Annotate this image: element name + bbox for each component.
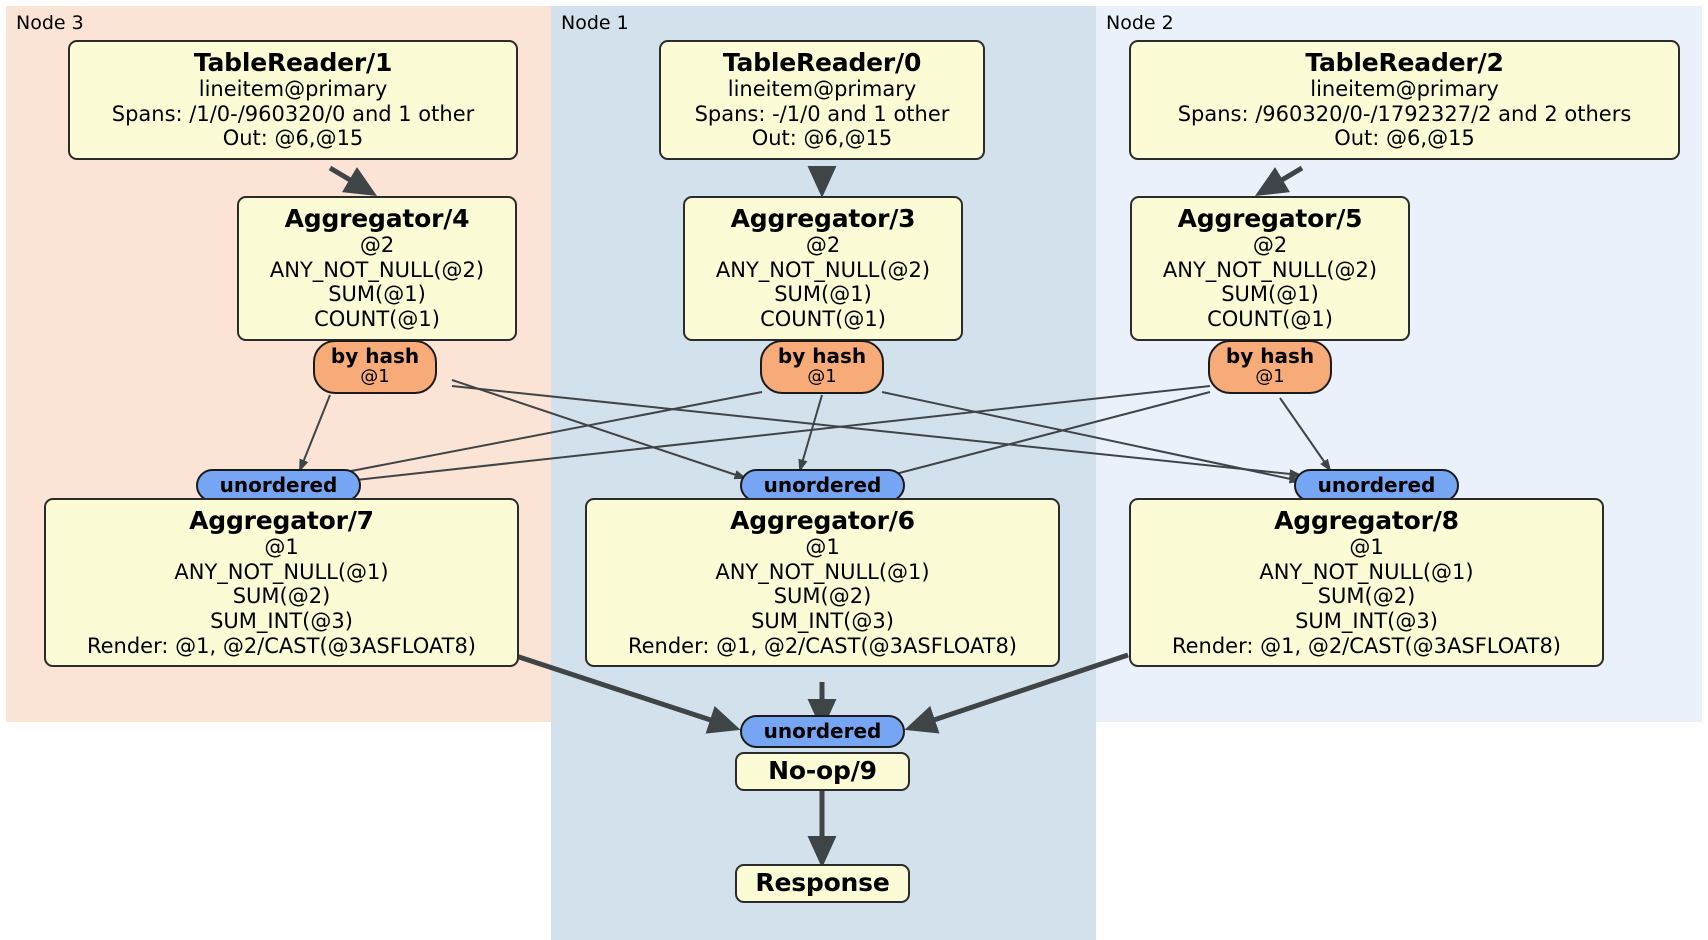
synchronizer-label: unordered — [763, 719, 882, 743]
processor-title: Aggregator/6 — [730, 506, 915, 535]
processor-line: @1 — [1349, 535, 1384, 560]
processor-line: @2 — [1252, 233, 1288, 258]
router-label: by hash — [330, 344, 420, 368]
synchronizer-label: unordered — [219, 473, 338, 497]
node-panel-label-node2: Node 2 — [1106, 12, 1174, 34]
processor-title: Aggregator/4 — [284, 204, 470, 233]
router-column: @1 — [360, 366, 390, 388]
processor-aggregator-3[interactable]: Aggregator/3 @2 ANY_NOT_NULL(@2) SUM(@1)… — [683, 196, 963, 341]
processor-line: Out: @6,@15 — [222, 126, 364, 151]
processor-aggregator-8[interactable]: Aggregator/8 @1 ANY_NOT_NULL(@1) SUM(@2)… — [1129, 498, 1604, 668]
router-by-hash-right[interactable]: by hash @1 — [1208, 340, 1332, 394]
synchronizer-label: unordered — [763, 473, 882, 497]
processor-title: Aggregator/7 — [189, 506, 374, 535]
processor-line: SUM(@2) — [1317, 584, 1416, 609]
processor-line: SUM(@1) — [774, 282, 872, 307]
processor-aggregator-7[interactable]: Aggregator/7 @1 ANY_NOT_NULL(@1) SUM(@2)… — [44, 498, 519, 668]
node-panel-label-node1: Node 1 — [561, 12, 629, 34]
processor-response[interactable]: Response — [735, 864, 910, 904]
processor-line: COUNT(@1) — [314, 306, 440, 331]
processor-line: @2 — [359, 233, 395, 258]
processor-title: TableReader/1 — [193, 48, 393, 77]
processor-tablereader-1[interactable]: TableReader/1 lineitem@primary Spans: /1… — [68, 40, 518, 160]
processor-line: ANY_NOT_NULL(@2) — [269, 257, 485, 282]
processor-line: SUM(@2) — [232, 584, 331, 609]
processor-title: TableReader/2 — [1305, 48, 1504, 77]
processor-aggregator-4[interactable]: Aggregator/4 @2 ANY_NOT_NULL(@2) SUM(@1)… — [237, 196, 517, 341]
processor-noop-9[interactable]: No-op/9 — [735, 752, 910, 792]
processor-line: SUM_INT(@3) — [210, 608, 353, 633]
router-label: by hash — [777, 344, 867, 368]
processor-title: Aggregator/5 — [1177, 204, 1363, 233]
processor-line: ANY_NOT_NULL(@1) — [1259, 559, 1474, 584]
processor-line: SUM(@1) — [1221, 282, 1319, 307]
processor-tablereader-2[interactable]: TableReader/2 lineitem@primary Spans: /9… — [1129, 40, 1680, 160]
processor-line: @2 — [805, 233, 841, 258]
processor-aggregator-6[interactable]: Aggregator/6 @1 ANY_NOT_NULL(@1) SUM(@2)… — [585, 498, 1060, 668]
processor-title: Response — [755, 868, 890, 897]
processor-line: ANY_NOT_NULL(@1) — [174, 559, 389, 584]
router-column: @1 — [807, 366, 837, 388]
processor-line: lineitem@primary — [1310, 77, 1499, 102]
processor-line: SUM(@2) — [773, 584, 872, 609]
node-panel-label-node3: Node 3 — [16, 12, 84, 34]
synchronizer-unordered-center[interactable]: unordered — [740, 469, 905, 503]
processor-aggregator-5[interactable]: Aggregator/5 @2 ANY_NOT_NULL(@2) SUM(@1)… — [1130, 196, 1410, 341]
processor-line: SUM(@1) — [328, 282, 426, 307]
router-by-hash-left[interactable]: by hash @1 — [313, 340, 437, 394]
synchronizer-unordered-final[interactable]: unordered — [740, 715, 905, 749]
processor-line: Out: @6,@15 — [1334, 126, 1475, 151]
processor-line: Spans: -/1/0 and 1 other — [694, 101, 950, 126]
processor-title: TableReader/0 — [722, 48, 922, 77]
processor-line: lineitem@primary — [727, 77, 917, 102]
router-column: @1 — [1255, 366, 1285, 388]
processor-line: SUM_INT(@3) — [1295, 608, 1438, 633]
processor-tablereader-0[interactable]: TableReader/0 lineitem@primary Spans: -/… — [659, 40, 985, 160]
processor-line: ANY_NOT_NULL(@1) — [715, 559, 930, 584]
processor-line: ANY_NOT_NULL(@2) — [715, 257, 931, 282]
processor-line: Spans: /1/0-/960320/0 and 1 other — [111, 101, 475, 126]
processor-line: COUNT(@1) — [760, 306, 886, 331]
processor-line: @1 — [264, 535, 299, 560]
processor-title: Aggregator/3 — [730, 204, 916, 233]
processor-title: Aggregator/8 — [1274, 506, 1459, 535]
synchronizer-unordered-left[interactable]: unordered — [196, 469, 361, 503]
synchronizer-label: unordered — [1317, 473, 1436, 497]
processor-line: Render: @1, @2/CAST(@3ASFLOAT8) — [86, 633, 477, 658]
processor-line: COUNT(@1) — [1207, 306, 1333, 331]
processor-line: ANY_NOT_NULL(@2) — [1162, 257, 1378, 282]
processor-line: Out: @6,@15 — [751, 126, 893, 151]
processor-line: SUM_INT(@3) — [751, 608, 894, 633]
processor-line: lineitem@primary — [198, 77, 388, 102]
processor-title: No-op/9 — [768, 756, 877, 785]
router-label: by hash — [1225, 344, 1315, 368]
processor-line: @1 — [805, 535, 840, 560]
processor-line: Spans: /960320/0-/1792327/2 and 2 others — [1177, 101, 1632, 126]
processor-line: Render: @1, @2/CAST(@3ASFLOAT8) — [1171, 633, 1562, 658]
router-by-hash-center[interactable]: by hash @1 — [760, 340, 884, 394]
processor-line: Render: @1, @2/CAST(@3ASFLOAT8) — [627, 633, 1018, 658]
